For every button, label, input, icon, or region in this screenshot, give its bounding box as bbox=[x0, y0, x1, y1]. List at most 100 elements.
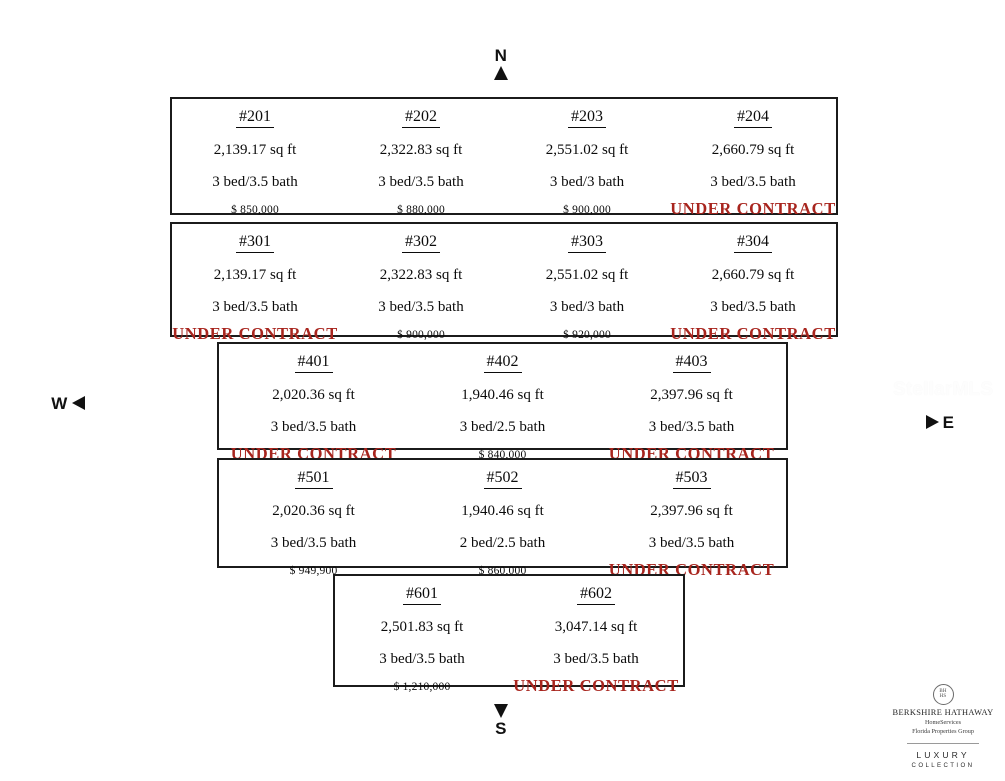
unit-bed-bath: 3 bed/3.5 bath bbox=[710, 299, 796, 316]
unit-number: #302 bbox=[402, 233, 440, 254]
arrow-up-icon bbox=[494, 65, 508, 80]
unit-square-feet: 2,139.17 sq ft bbox=[213, 142, 297, 159]
unit-price: $ 949,900 bbox=[289, 565, 338, 578]
unit-cell[interactable]: #203 2,551.02 sq ft 3 bed/3 bath $ 900,000 bbox=[504, 99, 670, 217]
unit-bed-bath: 3 bed/3.5 bath bbox=[378, 174, 464, 191]
unit-number: #602 bbox=[577, 585, 615, 606]
brand-logo: BH HS BERKSHIRE HATHAWAY HomeServices Fl… bbox=[886, 684, 1000, 770]
unit-cell[interactable]: #501 2,020.36 sq ft 3 bed/3.5 bath $ 949,90… bbox=[219, 460, 408, 577]
unit-price: $ 1,210,000 bbox=[393, 681, 451, 694]
unit-number: #502 bbox=[483, 469, 522, 490]
unit-bed-bath: 3 bed/3.5 bath bbox=[270, 419, 357, 436]
unit-number: #201 bbox=[236, 108, 274, 129]
unit-cell[interactable]: #201 2,139.17 sq ft 3 bed/3.5 bath $ 850,00… bbox=[172, 99, 338, 217]
compass-south-label: S bbox=[495, 718, 507, 738]
unit-number: #303 bbox=[568, 233, 606, 254]
stellarmls-watermark: StellarMLS bbox=[893, 379, 994, 400]
row-200: #201 2,139.17 sq ft 3 bed/3.5 bath $ 850,00… bbox=[170, 97, 838, 218]
unit-number: #304 bbox=[734, 233, 772, 254]
unit-square-feet: 2,020.36 sq ft bbox=[272, 387, 355, 404]
unit-square-feet: 2,551.02 sq ft bbox=[545, 267, 629, 284]
unit-square-feet: 2,397.96 sq ft bbox=[650, 387, 733, 404]
compass-west-label: W bbox=[51, 393, 68, 413]
unit-number: #204 bbox=[734, 108, 772, 129]
unit-number: #501 bbox=[294, 469, 333, 490]
arrow-right-icon bbox=[925, 415, 939, 429]
brand-name: BERKSHIRE HATHAWAY bbox=[892, 708, 994, 717]
unit-number: #503 bbox=[672, 469, 711, 490]
unit-bed-bath: 3 bed/3.5 bath bbox=[648, 419, 735, 436]
unit-bed-bath: 3 bed/3.5 bath bbox=[553, 651, 639, 668]
compass-north-label: N bbox=[494, 45, 508, 65]
status-badge: UNDER CONTRACT bbox=[172, 324, 338, 344]
unit-number: #601 bbox=[403, 585, 441, 606]
unit-square-feet: 3,047.14 sq ft bbox=[554, 619, 638, 636]
unit-number: #203 bbox=[568, 108, 606, 129]
unit-bed-bath: 2 bed/2.5 bath bbox=[459, 535, 546, 552]
unit-square-feet: 2,020.36 sq ft bbox=[272, 503, 355, 520]
unit-square-feet: 1,940.46 sq ft bbox=[461, 387, 544, 404]
monogram-top: BH bbox=[939, 688, 947, 694]
unit-number: #301 bbox=[236, 233, 274, 254]
unit-bed-bath: 3 bed/3 bath bbox=[549, 174, 625, 191]
unit-bed-bath: 3 bed/3.5 bath bbox=[212, 299, 298, 316]
compass-east-label: E bbox=[942, 412, 955, 432]
unit-number: #403 bbox=[672, 353, 711, 374]
compass-west: W bbox=[40, 390, 96, 416]
unit-bed-bath: 3 bed/3.5 bath bbox=[270, 535, 357, 552]
unit-number: #202 bbox=[402, 108, 440, 129]
brand-region: Florida Properties Group bbox=[912, 728, 974, 736]
unit-square-feet: 2,551.02 sq ft bbox=[545, 142, 629, 159]
unit-square-feet: 2,322.83 sq ft bbox=[379, 142, 463, 159]
unit-bed-bath: 3 bed/3.5 bath bbox=[379, 651, 465, 668]
brand-subtitle: HomeServices bbox=[924, 718, 962, 726]
compass-north: N bbox=[476, 43, 526, 83]
compass-east: E bbox=[912, 409, 968, 435]
unit-bed-bath: 3 bed/3 bath bbox=[549, 299, 625, 316]
unit-square-feet: 2,660.79 sq ft bbox=[711, 142, 795, 159]
brand-collection-label: COLLECTION bbox=[911, 761, 975, 769]
brand-divider bbox=[907, 743, 979, 745]
unit-square-feet: 1,940.46 sq ft bbox=[461, 503, 544, 520]
unit-price: $ 900,000 bbox=[563, 204, 611, 217]
arrow-left-icon bbox=[71, 396, 85, 410]
brand-luxury-label: LUXURY bbox=[916, 750, 970, 761]
status-badge: UNDER CONTRACT bbox=[670, 199, 836, 219]
unit-number: #402 bbox=[483, 353, 522, 374]
status-badge: UNDER CONTRACT bbox=[513, 676, 679, 696]
unit-bed-bath: 3 bed/2.5 bath bbox=[459, 419, 546, 436]
unit-cell[interactable]: #303 2,551.02 sq ft 3 bed/3 bath $ 920,000 bbox=[504, 224, 670, 341]
unit-square-feet: 2,322.83 sq ft bbox=[379, 267, 463, 284]
unit-square-feet: 2,397.96 sq ft bbox=[650, 503, 733, 520]
unit-square-feet: 2,139.17 sq ft bbox=[213, 267, 297, 284]
bhhs-monogram-icon: BH HS bbox=[932, 684, 954, 705]
unit-cell[interactable]: #302 2,322.83 sq ft 3 bed/3.5 bath $ 900,00… bbox=[338, 224, 504, 341]
compass-south: S bbox=[476, 700, 526, 740]
unit-bed-bath: 3 bed/3.5 bath bbox=[378, 299, 464, 316]
unit-bed-bath: 3 bed/3.5 bath bbox=[212, 174, 298, 191]
unit-price: $ 900,000 bbox=[397, 329, 445, 342]
row-500: #501 2,020.36 sq ft 3 bed/3.5 bath $ 949,90… bbox=[217, 458, 788, 579]
unit-price: $ 850,000 bbox=[231, 204, 279, 217]
monogram-bottom: HS bbox=[939, 693, 947, 699]
unit-square-feet: 2,660.79 sq ft bbox=[711, 267, 795, 284]
unit-price: $ 920,000 bbox=[563, 329, 611, 342]
status-badge: UNDER CONTRACT bbox=[670, 324, 836, 344]
unit-number: #401 bbox=[294, 353, 333, 374]
unit-bed-bath: 3 bed/3.5 bath bbox=[648, 535, 735, 552]
